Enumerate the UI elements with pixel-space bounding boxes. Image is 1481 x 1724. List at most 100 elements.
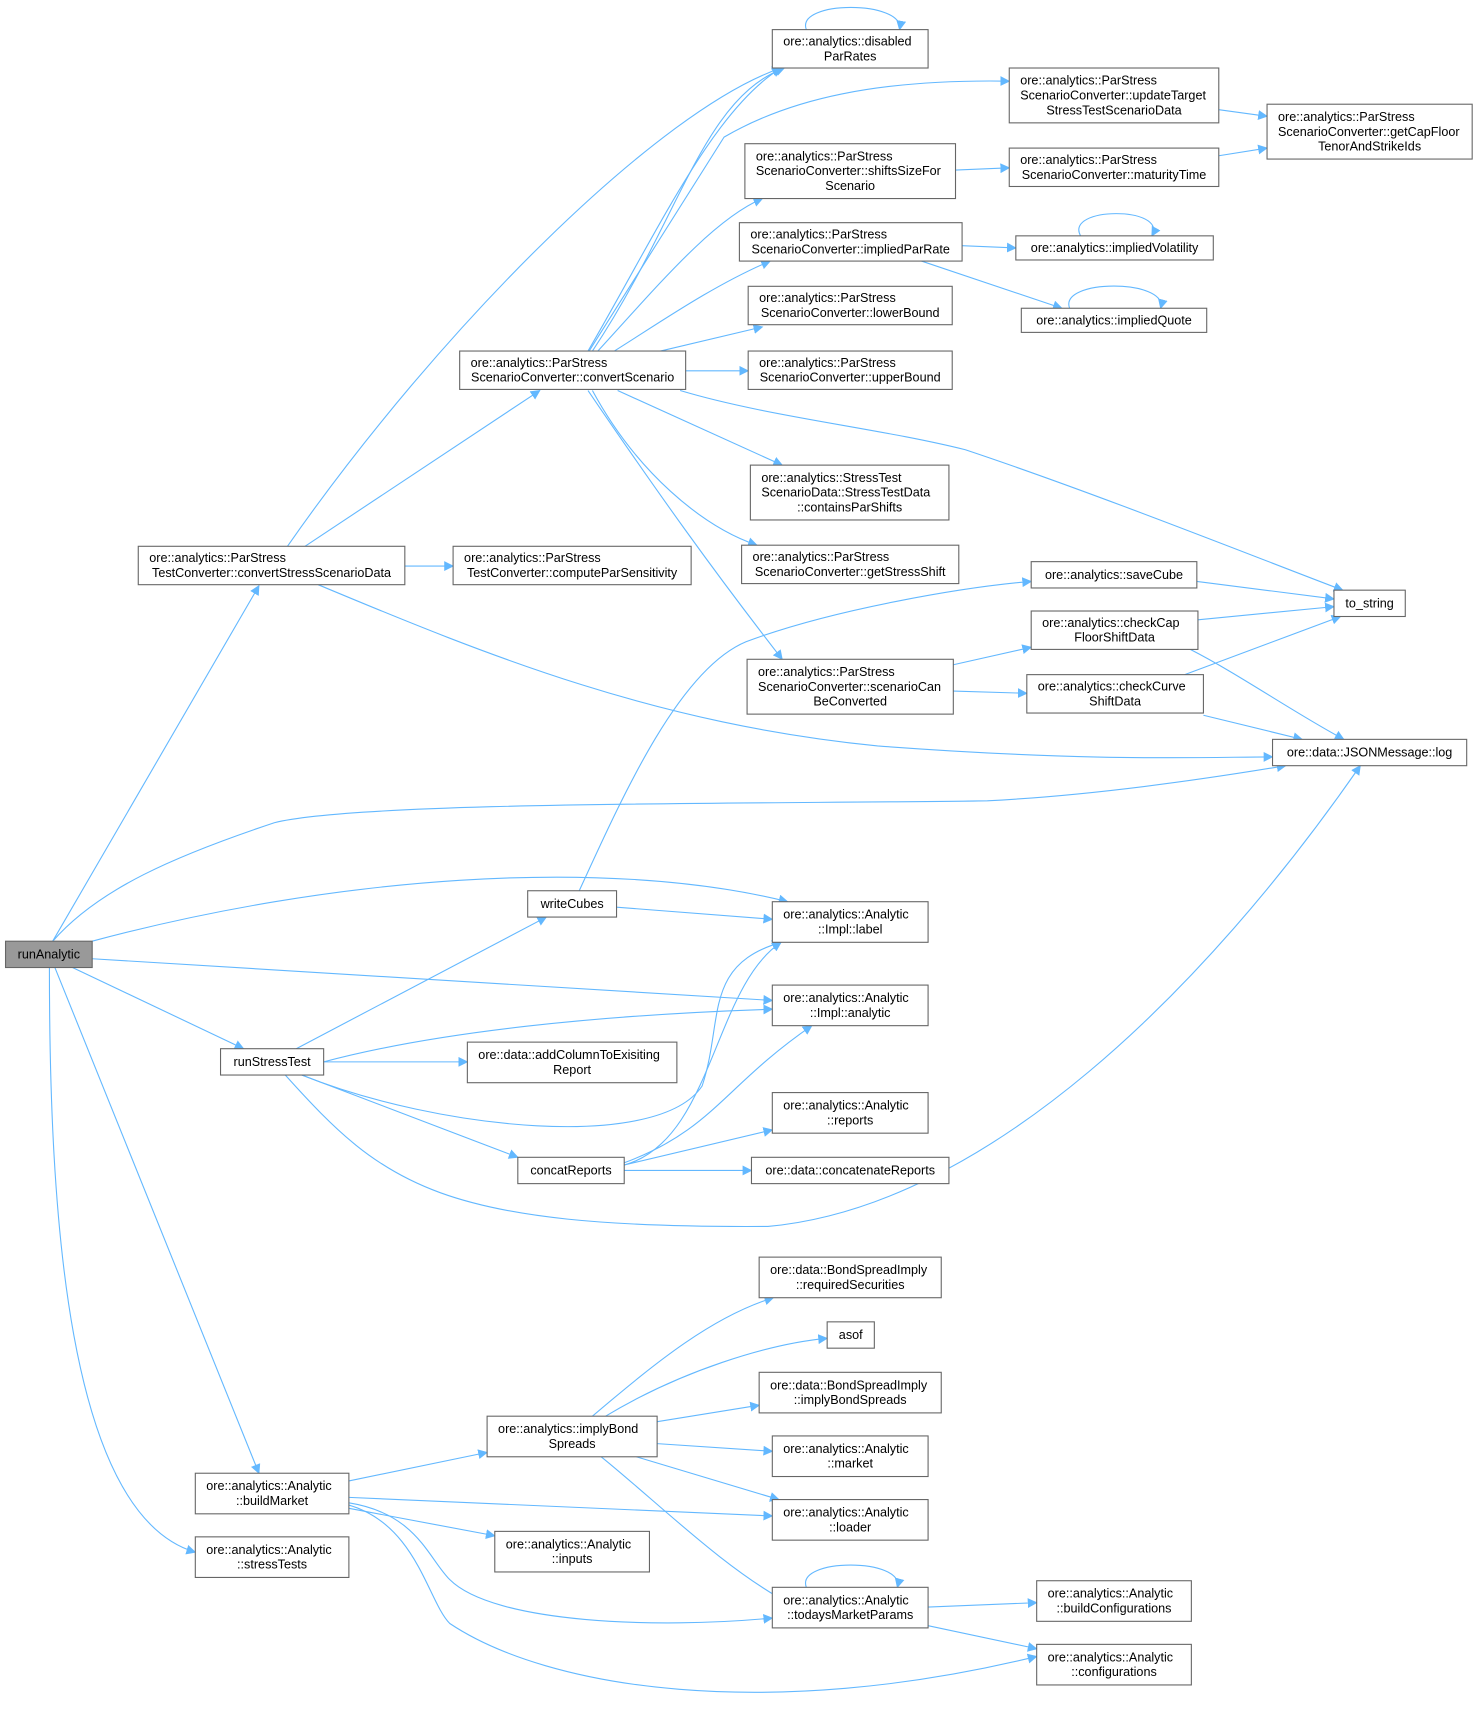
node-market[interactable]: ore::analytics::Analytic::market xyxy=(771,1435,929,1478)
node-scenarioCan[interactable]: ore::analytics::ParStressScenarioConvert… xyxy=(746,658,954,715)
node-label-line: ore::analytics::implyBond xyxy=(498,1422,638,1436)
call-edge-todaysMarketParams-to-configurations xyxy=(927,1625,1038,1652)
node-asof[interactable]: asof xyxy=(826,1321,875,1349)
call-edge-convertScenario-to-getStressShift xyxy=(591,390,758,548)
node-concatReports[interactable]: concatReports xyxy=(517,1156,625,1185)
node-containsParShifts[interactable]: ore::analytics::StressTestScenarioData::… xyxy=(749,464,950,521)
node-box xyxy=(741,544,960,585)
node-label[interactable]: ore::analytics::Analytic::Impl::label xyxy=(771,901,929,943)
node-label-line: ::Impl::label xyxy=(818,923,882,937)
node-reports[interactable]: ore::analytics::Analytic::reports xyxy=(771,1092,929,1134)
node-box xyxy=(744,143,957,200)
node-label-line: ::configurations xyxy=(1071,1665,1157,1679)
node-label-line: ore::analytics::disabled xyxy=(783,35,911,49)
node-label-line: to_string xyxy=(1345,596,1393,610)
node-log[interactable]: ore::data::JSONMessage::log xyxy=(1271,738,1468,767)
call-edge-convertScenario-to-impliedParRate xyxy=(614,259,772,352)
node-buildMarket[interactable]: ore::analytics::Analytic::buildMarket xyxy=(194,1472,350,1515)
node-stressTests[interactable]: ore::analytics::Analytic::stressTests xyxy=(194,1536,350,1578)
node-box xyxy=(194,1536,350,1578)
node-label-line: ore::data::JSONMessage::log xyxy=(1287,746,1452,760)
node-getCapFloor[interactable]: ore::analytics::ParStressScenarioConvert… xyxy=(1266,103,1473,160)
call-edge-runAnalytic-to-label xyxy=(92,876,789,942)
node-upperBound[interactable]: ore::analytics::ParStressScenarioConvert… xyxy=(747,350,953,390)
node-label-line: ore::analytics::Analytic xyxy=(206,1543,331,1557)
call-edge-impliedParRate-to-impliedQuote xyxy=(921,260,1063,311)
call-edge-runStressTest-to-label xyxy=(301,940,783,1128)
call-edge-buildMarket-to-loader xyxy=(348,1496,774,1521)
node-box xyxy=(771,1435,929,1478)
node-label-line: ore::analytics::ParStress xyxy=(471,356,608,370)
node-label-line: BeConverted xyxy=(813,695,887,709)
node-label-line: ::Impl::analytic xyxy=(810,1006,891,1020)
nodes-layer: runAnalyticore::analytics::ParStressTest… xyxy=(4,29,1473,1686)
node-label-line: ::buildConfigurations xyxy=(1057,1602,1172,1616)
node-label-line: ::inputs xyxy=(552,1552,593,1566)
node-inputs[interactable]: ore::analytics::Analytic::inputs xyxy=(494,1530,650,1573)
node-box xyxy=(771,1092,929,1134)
node-convertStressScenarioData[interactable]: ore::analytics::ParStressTestConverter::… xyxy=(137,545,406,586)
node-loader[interactable]: ore::analytics::Analytic::loader xyxy=(771,1499,929,1541)
node-label-line: ore::analytics::ParStress xyxy=(759,356,896,370)
node-box xyxy=(1008,147,1220,188)
node-lowerBound[interactable]: ore::analytics::ParStressScenarioConvert… xyxy=(747,285,953,326)
node-box xyxy=(452,545,692,586)
node-runAnalytic[interactable]: runAnalytic xyxy=(4,940,93,969)
call-edge-impliedParRate-to-impliedVolatility xyxy=(962,242,1017,253)
node-runStressTest[interactable]: runStressTest xyxy=(219,1048,325,1076)
call-edge-runAnalytic-to-analytic xyxy=(92,958,774,1005)
call-edge-convertScenario-to-disabledParRates xyxy=(587,67,782,352)
node-implyBondSpreads[interactable]: ore::analytics::implyBondSpreads xyxy=(486,1415,658,1458)
node-label-line: ParRates xyxy=(824,49,877,63)
node-label-line: ::buildMarket xyxy=(236,1494,309,1508)
node-to_string[interactable]: to_string xyxy=(1333,589,1406,618)
node-impliedQuote[interactable]: ore::analytics::impliedQuote xyxy=(1020,307,1208,333)
call-edge-maturityTime-to-getCapFloor xyxy=(1218,144,1269,157)
node-box xyxy=(459,350,687,390)
node-impliedParRate[interactable]: ore::analytics::ParStressScenarioConvert… xyxy=(738,222,963,262)
node-box xyxy=(486,1415,658,1458)
node-box xyxy=(466,1041,678,1084)
node-getStressShift[interactable]: ore::analytics::ParStressScenarioConvert… xyxy=(741,544,960,585)
call-edge-implyBondSpreads-to-todaysMarketParams xyxy=(600,1456,791,1605)
call-edge-concatReports-to-analytic xyxy=(624,1025,813,1164)
node-label-line: ore::analytics::Analytic xyxy=(1048,1587,1173,1601)
node-concatenateReports[interactable]: ore::data::concatenateReports xyxy=(750,1156,950,1185)
node-todaysMarketParams[interactable]: ore::analytics::Analytic::todaysMarketPa… xyxy=(771,1586,929,1629)
node-label-line: ScenarioConverter::impliedParRate xyxy=(752,242,950,256)
call-edge-runStressTest-to-concatReports xyxy=(301,1074,519,1159)
node-label-line: ScenarioConverter::maturityTime xyxy=(1022,168,1207,182)
call-edge-runAnalytic-to-stressTests xyxy=(48,967,197,1555)
node-label-line: ::reports xyxy=(827,1113,873,1127)
node-label-line: ore::analytics::Analytic xyxy=(506,1537,631,1551)
node-label-line: ore::analytics::ParStress xyxy=(464,551,601,565)
node-convertScenario[interactable]: ore::analytics::ParStressScenarioConvert… xyxy=(459,350,687,390)
node-label-line: ore::analytics::Analytic xyxy=(1048,1650,1173,1664)
call-edge-todaysMarketParams-to-buildConfigurations xyxy=(928,1598,1038,1608)
node-saveCube[interactable]: ore::analytics::saveCube xyxy=(1030,561,1198,589)
node-computeParSensitivity[interactable]: ore::analytics::ParStressTestConverter::… xyxy=(452,545,692,586)
node-box xyxy=(747,350,953,390)
node-requiredSecurities[interactable]: ore::data::BondSpreadImply::requiredSecu… xyxy=(758,1256,942,1299)
node-implyBondSpreadsData[interactable]: ore::data::BondSpreadImply::implyBondSpr… xyxy=(758,1371,942,1414)
node-updateTarget[interactable]: ore::analytics::ParStressScenarioConvert… xyxy=(1008,67,1220,124)
node-writeCubes[interactable]: writeCubes xyxy=(527,890,618,918)
node-box xyxy=(771,984,929,1027)
call-edge-buildMarket-to-inputs xyxy=(348,1507,496,1539)
node-configurations[interactable]: ore::analytics::Analytic::configurations xyxy=(1036,1643,1192,1686)
node-shiftsSizeFor[interactable]: ore::analytics::ParStressScenarioConvert… xyxy=(744,143,957,200)
call-edge-convertStressScenarioData-to-convertScenario xyxy=(304,389,541,547)
node-impliedVolatility[interactable]: ore::analytics::impliedVolatility xyxy=(1015,235,1214,261)
call-edge-runStressTest-to-log xyxy=(284,764,1361,1227)
node-buildConfigurations[interactable]: ore::analytics::Analytic::buildConfigura… xyxy=(1036,1580,1192,1622)
node-maturityTime[interactable]: ore::analytics::ParStressScenarioConvert… xyxy=(1008,147,1220,188)
node-analytic[interactable]: ore::analytics::Analytic::Impl::analytic xyxy=(771,984,929,1027)
node-label-line: ::requiredSecurities xyxy=(796,1278,905,1292)
call-edge-implyBondSpreads-to-market xyxy=(657,1443,774,1456)
node-label-line: ::loader xyxy=(829,1520,871,1534)
node-label-line: TestConverter::convertStressScenarioData xyxy=(152,566,392,580)
